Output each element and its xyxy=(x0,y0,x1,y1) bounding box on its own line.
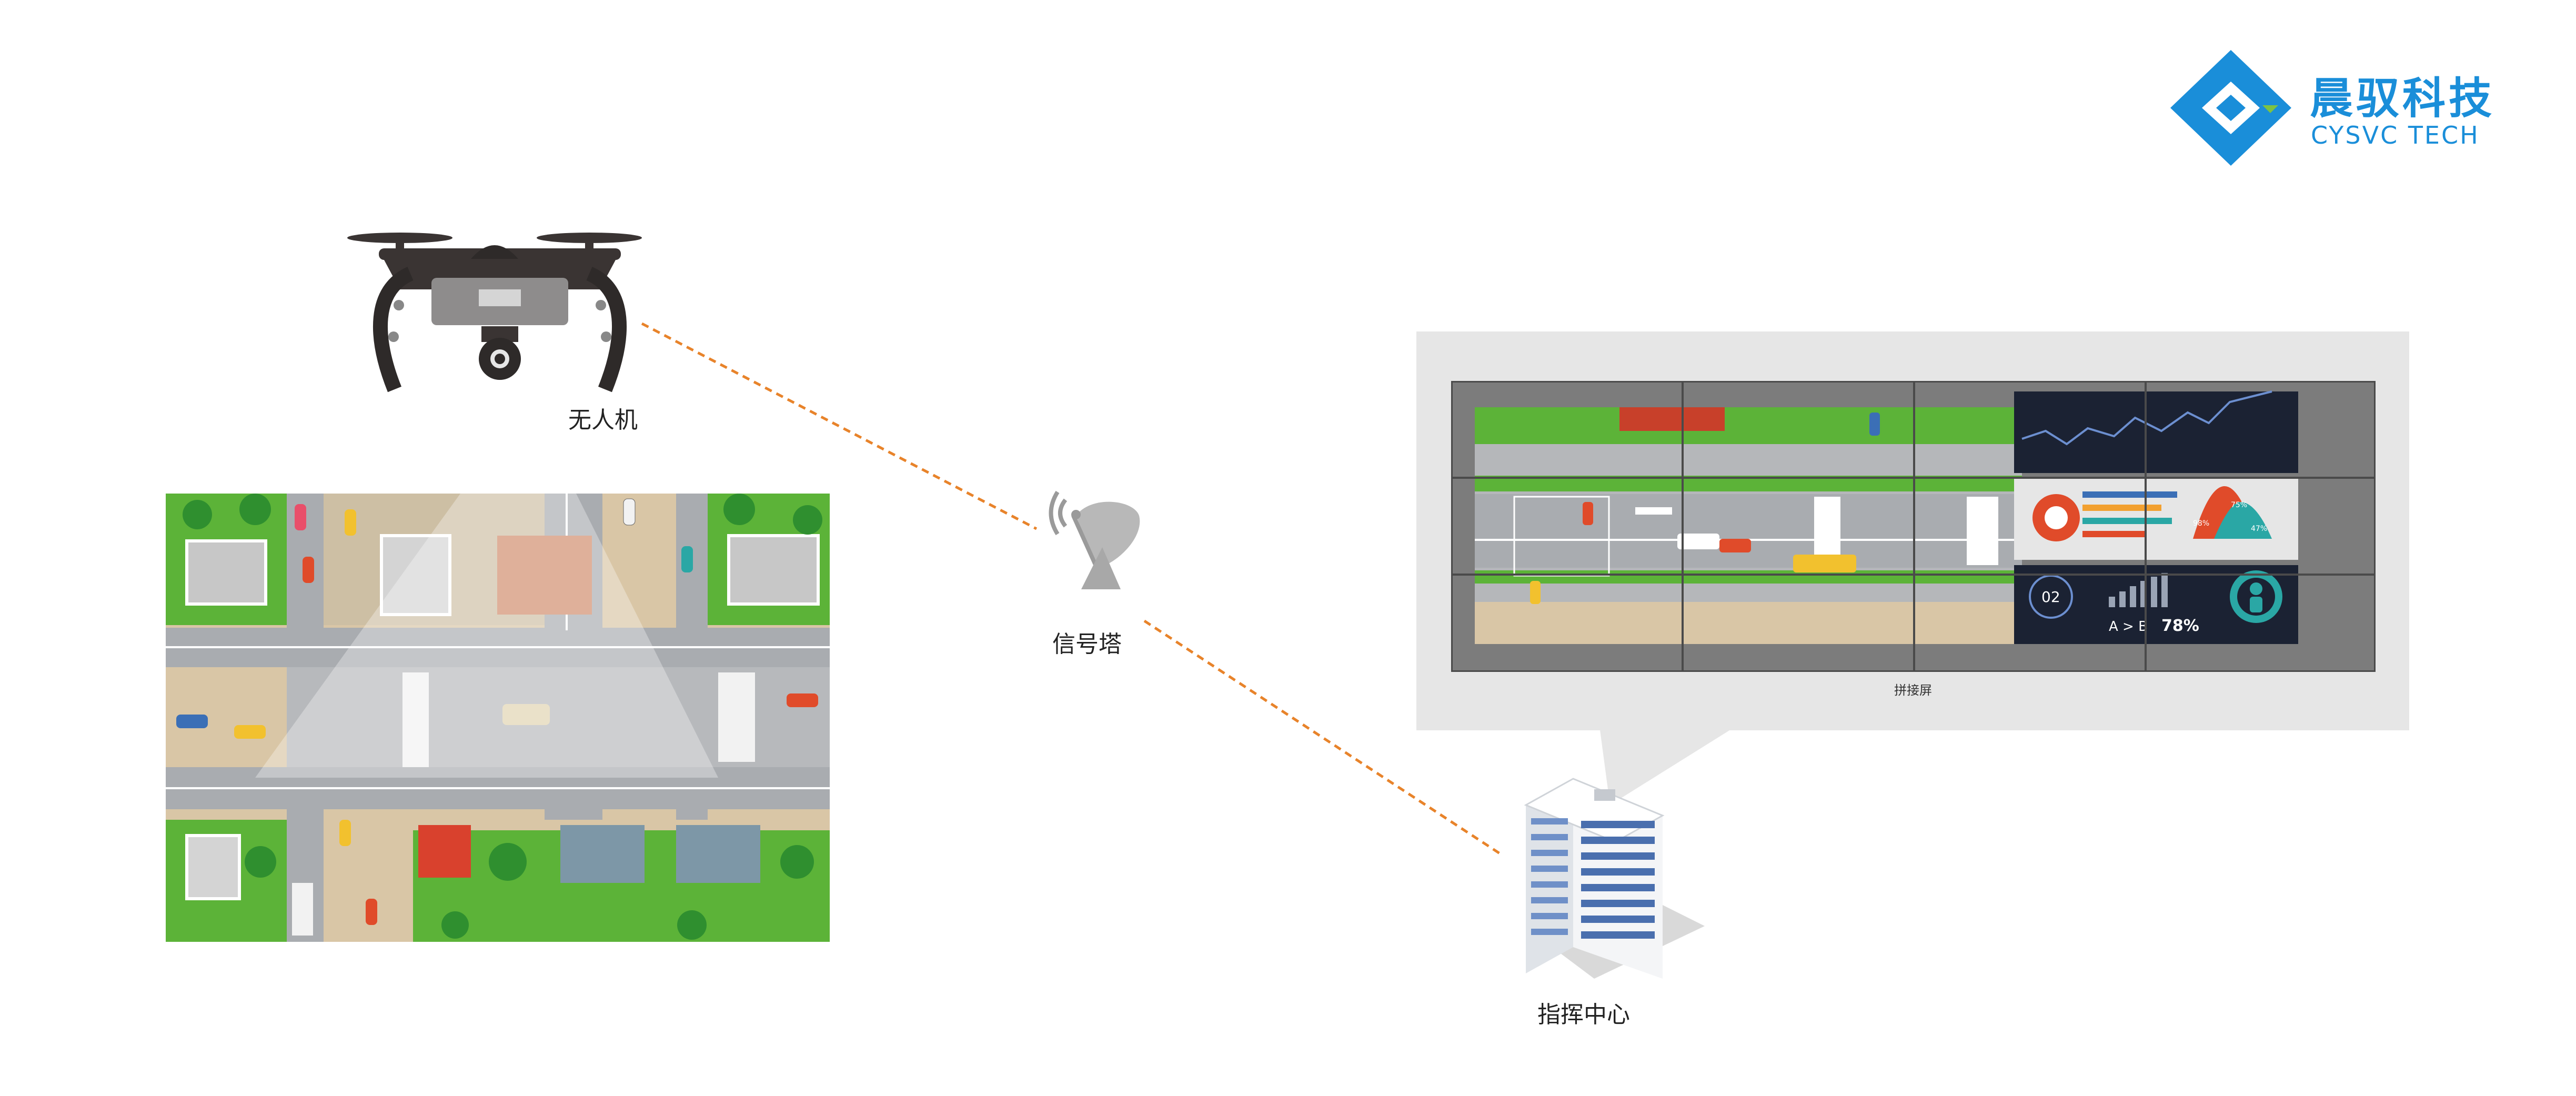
dash-num-text: 78% xyxy=(2161,617,2199,635)
drone-tower-link xyxy=(641,322,1038,530)
dash-ab-text: A > B xyxy=(2109,619,2148,635)
building-icon xyxy=(1524,778,1705,979)
company-logo: 晨驭科技 CYSVC TECH xyxy=(2168,47,2536,184)
drone-icon xyxy=(347,233,642,393)
tower-command-link xyxy=(1143,619,1503,857)
city-aerial-map xyxy=(166,494,830,942)
dash-counter: 02 xyxy=(2041,588,2060,606)
panel-pointer xyxy=(1599,726,1736,805)
videowall-content: 75% 98% 47% 02 A > B 78% xyxy=(1450,379,2377,673)
logo-en-text: CYSVC TECH xyxy=(2311,121,2480,149)
dash-pct-3: 98% xyxy=(2193,519,2209,528)
dash-pct-1: 75% xyxy=(2231,501,2247,509)
drone-label: 无人机 xyxy=(568,407,638,434)
dash-pct-4: 47% xyxy=(2251,525,2267,533)
logo-icon xyxy=(2170,50,2291,166)
signal-tower-icon xyxy=(1049,490,1140,589)
videowall-screen: 75% 98% 47% 02 A > B 78% xyxy=(1450,379,2377,673)
videowall-label: 拼接屏 xyxy=(1894,683,1932,698)
command-center-label: 指挥中心 xyxy=(1537,1001,1630,1028)
logo-cn-text: 晨驭科技 xyxy=(2310,74,2496,124)
tower-label: 信号塔 xyxy=(1052,631,1122,658)
